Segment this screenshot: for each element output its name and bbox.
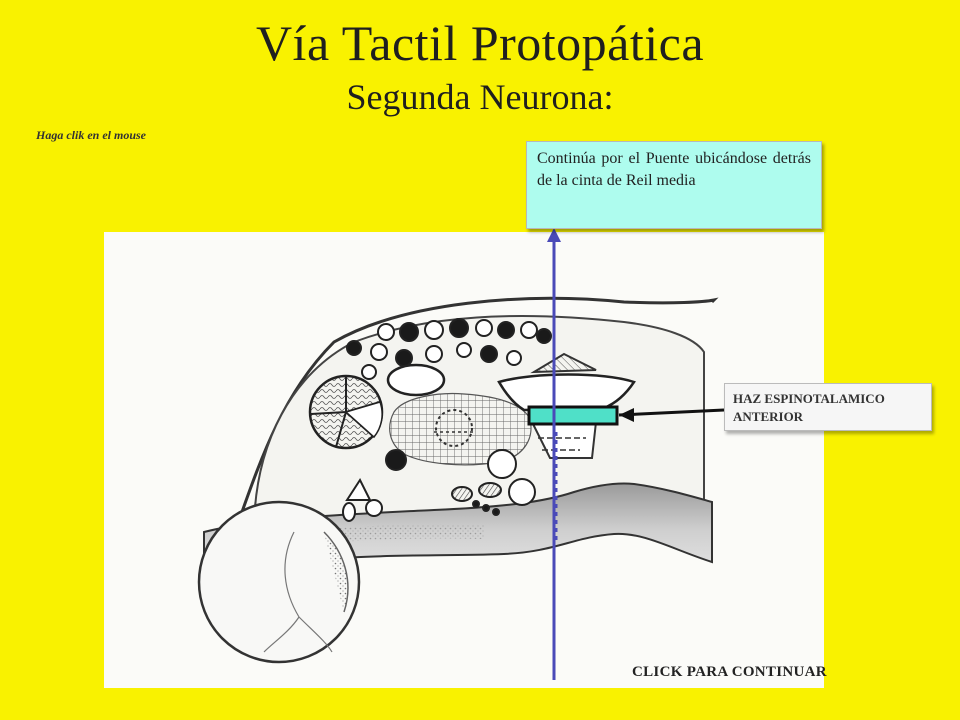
pathway-arrowhead: [547, 228, 561, 242]
highlighted-tract: [527, 405, 619, 426]
haz-espinotalamico-label: HAZ ESPINOTALAMICO ANTERIOR: [724, 383, 932, 431]
slide-title: Vía Tactil Protopática: [255, 15, 705, 71]
pons-drawing: [197, 296, 725, 664]
fiber-bundles: [346, 318, 552, 380]
continue-link[interactable]: CLICK PARA CONTINUAR: [632, 664, 827, 680]
callout-box: Continúa por el Puente ubicándose detrás…: [526, 141, 822, 229]
slide-subtitle: Segunda Neurona:: [346, 77, 614, 117]
mouse-hint: Haga clik en el mouse: [36, 128, 146, 142]
lower-nuclei: [342, 449, 536, 522]
left-lobe: [197, 500, 361, 664]
striated-nucleus: [308, 374, 384, 450]
pons-cross-section-diagram: [104, 232, 824, 688]
label-pointer-line: [618, 408, 725, 417]
